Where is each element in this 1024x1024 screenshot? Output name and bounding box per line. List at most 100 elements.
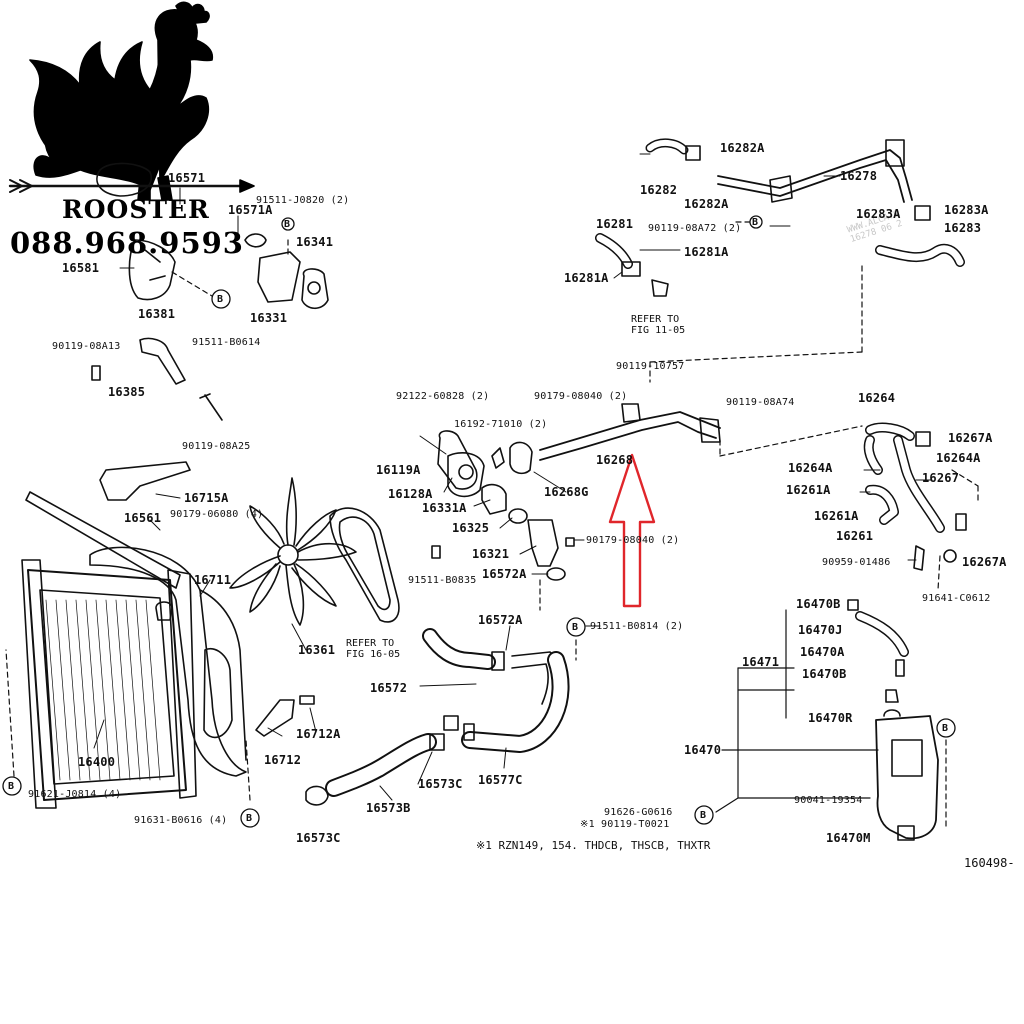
part-label: 91626-G0616 <box>604 807 673 818</box>
footnote: ※1 RZN149, 154. THDCB, THSCB, THXTR <box>476 839 711 852</box>
red-arrow-icon <box>608 453 656 608</box>
part-label: 16573C <box>418 777 463 791</box>
part-label: 16571 <box>168 171 206 185</box>
part-label: 16561 <box>124 511 162 525</box>
part-label: 16341 <box>296 235 334 249</box>
part-label: 91511-B0814 (2) <box>590 621 684 632</box>
part-label: 16381 <box>138 307 176 321</box>
part-label: 16278 <box>840 169 878 183</box>
part-label: 16264A <box>936 451 981 465</box>
part-label: 90119-08A13 <box>52 341 121 352</box>
fan-icon <box>229 477 357 626</box>
part-label: 90119-08A72 (2) <box>648 223 742 234</box>
part-label: 16712 <box>264 753 302 767</box>
part-label: ※1 90119-T0021 <box>580 819 670 830</box>
b-marker-label: B <box>246 813 253 824</box>
part-label: 16361 <box>298 643 336 657</box>
part-label: 16470B <box>802 667 847 681</box>
b-marker <box>211 289 231 309</box>
part-label: 16331 <box>250 311 288 325</box>
part-label: 91631-B0616 (4) <box>134 815 228 826</box>
part-label: 16331A <box>422 501 467 515</box>
part-label: 91511-B0614 <box>192 337 261 348</box>
b-marker-label: B <box>942 723 949 734</box>
part-label: 16573B <box>366 801 411 815</box>
part-label: 16267A <box>948 431 993 445</box>
part-label: 16282 <box>640 183 678 197</box>
part-label: 16573C <box>296 831 341 845</box>
b-marker-label: B <box>572 622 579 633</box>
part-label: 16470M <box>826 831 871 845</box>
part-label: 16283 <box>944 221 982 235</box>
part-label: 16282A <box>684 197 729 211</box>
part-label: 90119-08A74 <box>726 397 795 408</box>
b-marker <box>566 617 586 637</box>
part-label: 16470A <box>800 645 845 659</box>
part-label: 16268 <box>596 453 634 467</box>
part-label: 90179-08040 (2) <box>534 391 628 402</box>
part-label: 90179-08040 (2) <box>586 535 680 546</box>
part-label: 90179-06080 (4) <box>170 509 264 520</box>
part-label: 16577C <box>478 773 523 787</box>
part-label: 16571A <box>228 203 273 217</box>
figure-number: 160498- <box>964 856 1015 870</box>
b-marker <box>749 215 763 229</box>
brand-phone: 088.968.9593 <box>10 226 244 260</box>
part-label: 16283A <box>944 203 989 217</box>
b-marker <box>694 805 714 825</box>
b-marker-label: B <box>700 810 707 821</box>
part-label: 91641-C0612 <box>922 593 991 604</box>
part-label: 16572 <box>370 681 408 695</box>
part-label: 16264A <box>788 461 833 475</box>
part-label: 16267 <box>922 471 960 485</box>
part-label: 90119-08A25 <box>182 441 251 452</box>
part-label: 16470 <box>684 743 722 757</box>
part-label: 16119A <box>376 463 421 477</box>
part-label: 16192-71010 (2) <box>454 419 548 430</box>
b-marker <box>936 718 956 738</box>
refer-note-16: REFER TO FIG 16-05 <box>346 638 401 660</box>
b-marker <box>2 776 22 796</box>
part-label: 16470J <box>798 623 843 637</box>
part-label: 16264 <box>858 391 896 405</box>
b-marker-label: B <box>8 781 15 792</box>
part-label: 16261A <box>814 509 859 523</box>
rooster-icon <box>29 1 214 201</box>
part-label: 16325 <box>452 521 490 535</box>
part-label: 16283A <box>856 207 901 221</box>
part-label: 16281A <box>564 271 609 285</box>
part-label: 16470B <box>796 597 841 611</box>
part-label: 16321 <box>472 547 510 561</box>
part-label: 16712A <box>296 727 341 741</box>
part-label: 16572A <box>482 567 527 581</box>
b-marker-label: B <box>217 294 224 305</box>
part-label: 16282A <box>720 141 765 155</box>
part-label: 91511-J0820 (2) <box>256 195 350 206</box>
part-label: 16711 <box>194 573 232 587</box>
part-label: 90959-01486 <box>822 557 891 568</box>
marker-group <box>2 215 956 828</box>
part-label: 90041-19354 <box>794 795 863 806</box>
part-label: 16267A <box>962 555 1007 569</box>
part-label: 16400 <box>78 755 116 769</box>
part-label: 16572A <box>478 613 523 627</box>
part-label: 91511-B0835 <box>408 575 477 586</box>
part-label: 16385 <box>108 385 146 399</box>
part-label: 16715A <box>184 491 229 505</box>
part-label: 90119-10757 <box>616 361 685 372</box>
b-marker-label: B <box>284 219 291 230</box>
part-label: 16261 <box>836 529 874 543</box>
b-marker-label: B <box>752 217 759 228</box>
part-label: 16470R <box>808 711 853 725</box>
brand-name: ROOSTER <box>62 195 210 224</box>
part-label: 16128A <box>388 487 433 501</box>
part-label: 16281A <box>684 245 729 259</box>
part-label: 16581 <box>62 261 100 275</box>
part-label: 91621-J0814 (4) <box>28 789 122 800</box>
part-label: 16471 <box>742 655 780 669</box>
b-marker <box>240 808 260 828</box>
part-label: 16268G <box>544 485 589 499</box>
part-label: 92122-60828 (2) <box>396 391 490 402</box>
